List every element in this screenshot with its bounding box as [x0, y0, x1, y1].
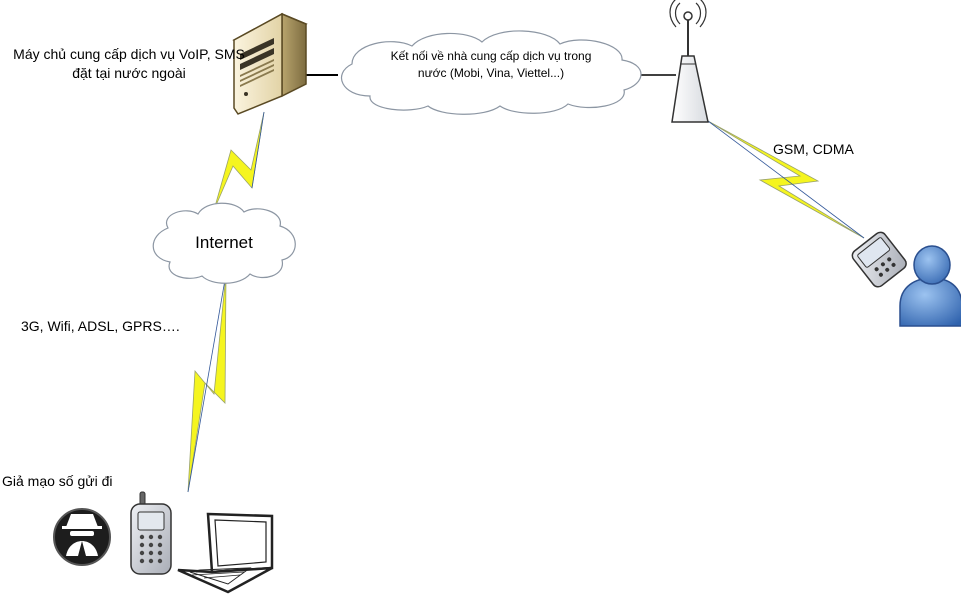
- feature-phone-icon: [130, 491, 172, 575]
- connection-cloud-label: Kết nối về nhà cung cấp dịch vụ trong nư…: [390, 49, 592, 80]
- user-icon: [899, 245, 961, 327]
- connection-cloud: [340, 30, 642, 115]
- mobile-phone-icon: [851, 231, 907, 288]
- hacker-icon: [53, 508, 111, 566]
- spoof-label: Giả mạo số gửi đi: [2, 473, 113, 489]
- gsm-label: GSM, CDMA: [773, 141, 854, 157]
- lightning-internet-devices: [187, 273, 227, 493]
- access-links-label: 3G, Wifi, ADSL, GPRS….: [21, 318, 180, 334]
- laptop-icon: [177, 512, 274, 594]
- server-icon: [232, 12, 308, 115]
- cell-tower-icon: [669, 0, 709, 123]
- lightning-tower-phone: [707, 120, 865, 239]
- server-label: Máy chủ cung cấp dịch vụ VoIP, SMS đặt t…: [13, 46, 245, 81]
- internet-cloud: [152, 202, 296, 284]
- internet-label: Internet: [195, 233, 253, 252]
- lightning-server-internet: [213, 111, 265, 211]
